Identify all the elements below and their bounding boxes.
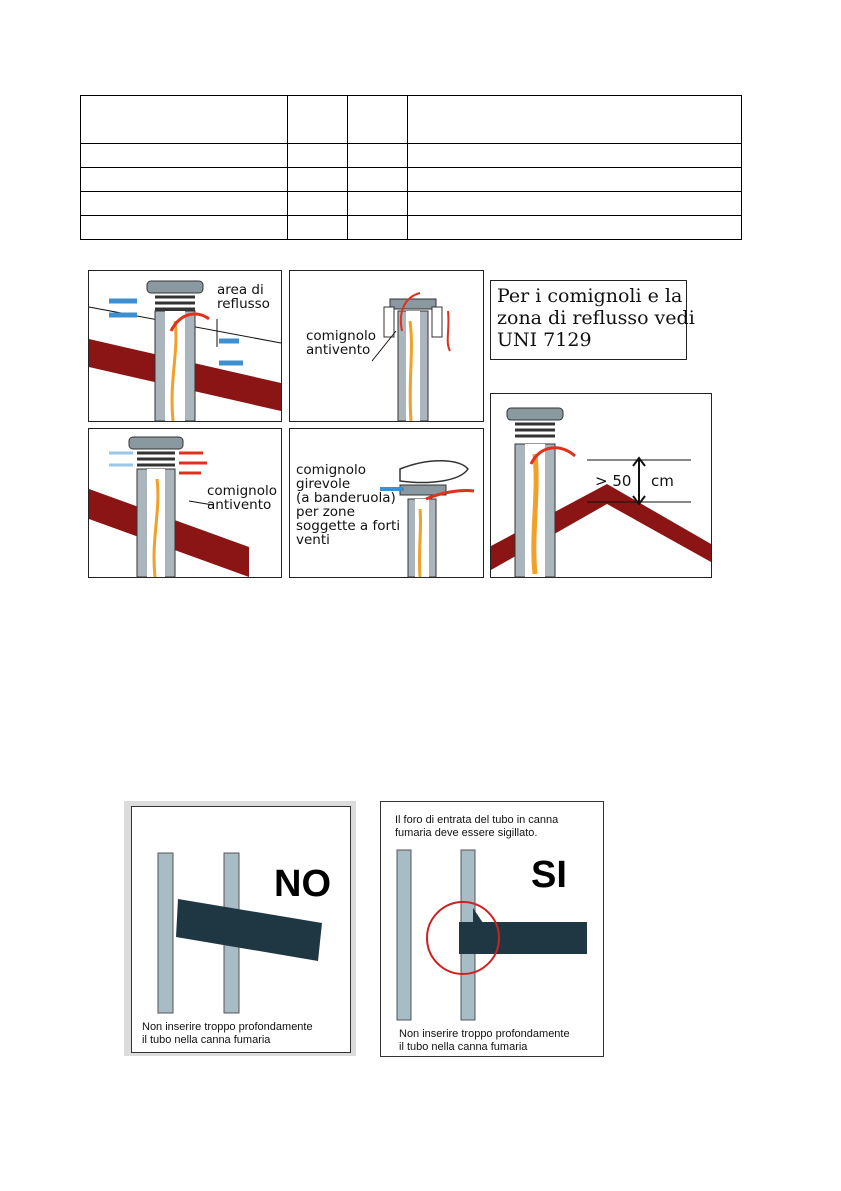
windproof-chimney-illustration [371, 292, 451, 422]
si-caption: Non inserire troppo profondamente il tub… [399, 1028, 570, 1053]
no-figure: NO Non inserire troppo profondamente il … [131, 806, 351, 1053]
reference-note: Per i comignoli e la zona di reflusso ve… [497, 285, 695, 351]
si-top-note: Il foro di entrata del tubo in canna fum… [395, 814, 559, 839]
windproof-chimney-2-illustration [89, 436, 249, 578]
windproof-chimney-label-1: comignolo antivento [306, 328, 376, 358]
panel-windproof-chimney-1: comignolo antivento [289, 270, 484, 422]
no-caption: Non inserire troppo profondamente il tub… [142, 1021, 313, 1046]
reflux-area-label: area di reflusso [217, 282, 270, 312]
si-figure: Il foro di entrata del tubo in canna fum… [380, 801, 604, 1057]
panel-height-over-roof: > 50 cm [490, 393, 712, 578]
no-heading: NO [274, 863, 331, 905]
empty-table [80, 95, 742, 240]
height-over-roof-illustration [491, 407, 711, 578]
height-unit: cm [651, 472, 674, 490]
si-illustration [396, 849, 587, 1021]
windproof-chimney-label-2: comignolo antivento [207, 483, 277, 513]
rotating-chimney-label: comignolo girevole (a banderuola) per zo… [296, 462, 401, 548]
si-heading: SI [531, 854, 567, 896]
panel-reflux-area: area di reflusso [88, 270, 282, 422]
panel-windproof-chimney-2: comignolo antivento [88, 428, 282, 578]
panel-rotating-chimney: comignolo girevole (a banderuola) per zo… [289, 428, 484, 578]
rotating-chimney-illustration [380, 460, 475, 578]
reference-note-box: Per i comignoli e la zona di reflusso ve… [490, 280, 695, 360]
height-value: > 50 [595, 472, 632, 490]
no-illustration [157, 852, 322, 1014]
reflux-illustration [88, 280, 282, 422]
